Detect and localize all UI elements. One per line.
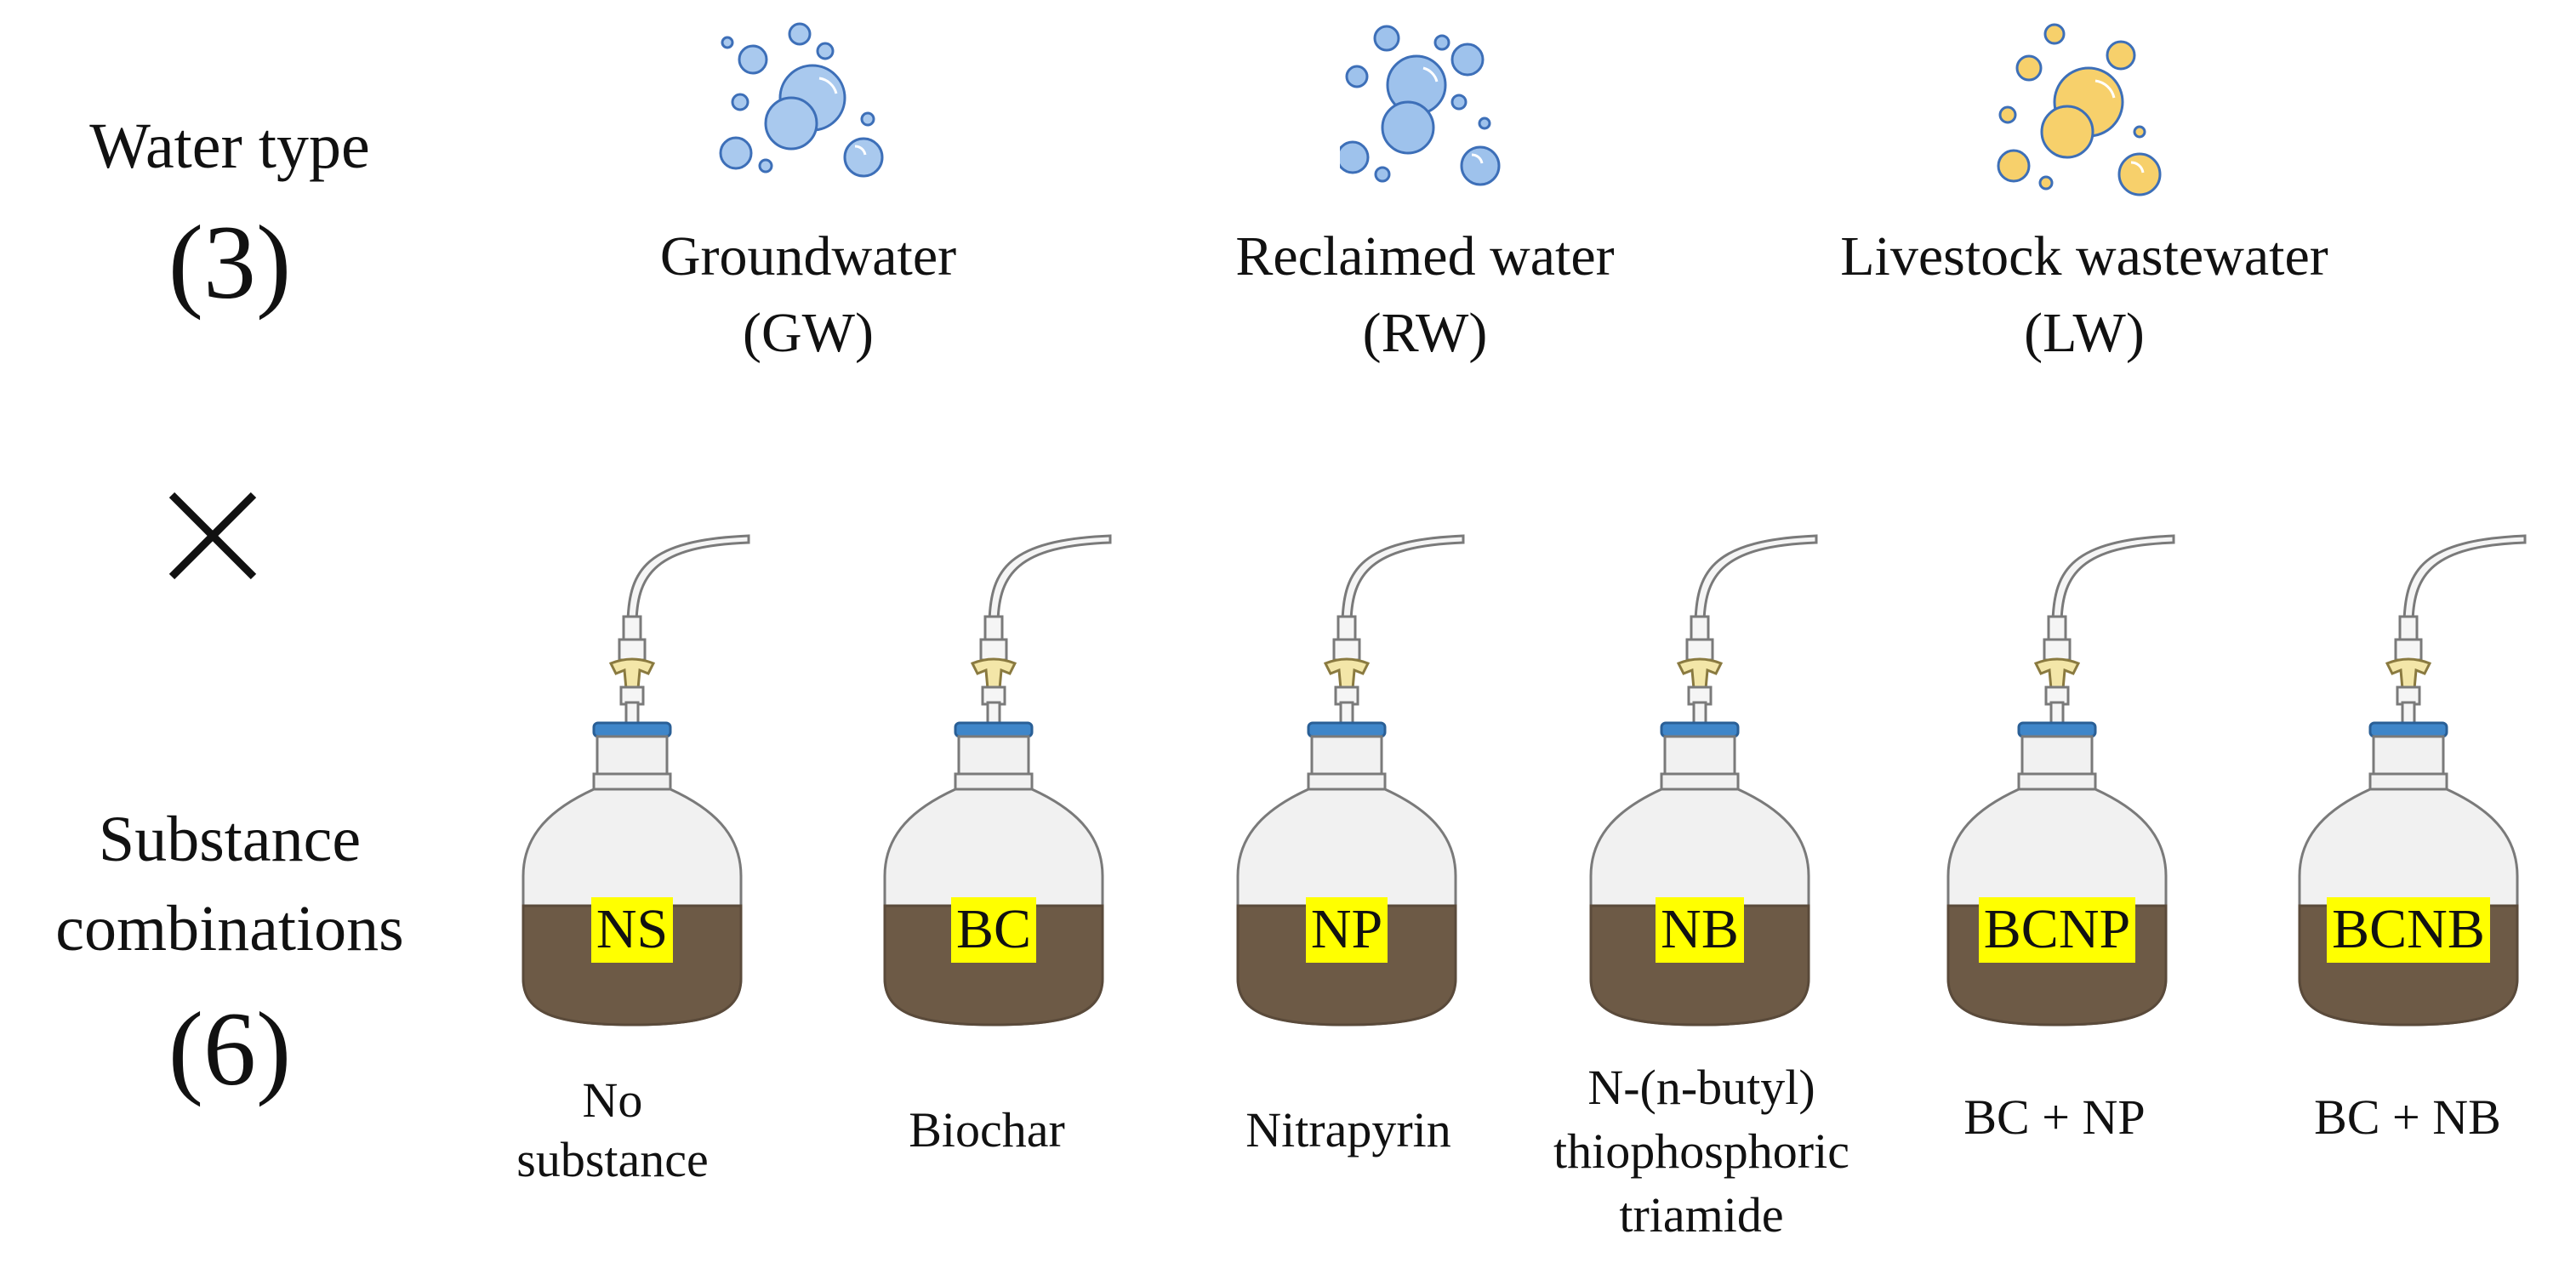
substance-name-line1: Nitrapyrin — [1245, 1102, 1451, 1157]
substance-count: (6) — [168, 991, 292, 1107]
substance-code: BCNP — [1978, 897, 2136, 963]
substance-code: BCNB — [2327, 897, 2490, 963]
substance-code: NP — [1305, 897, 1388, 963]
water-abbr: (RW) — [1362, 302, 1488, 364]
water-abbr: (GW) — [743, 302, 874, 364]
substance-name-line1: BC + NB — [2314, 1089, 2501, 1145]
substance-name-line1: Biochar — [909, 1102, 1065, 1157]
water-name: Groundwater — [659, 225, 957, 287]
substance-name-line1: BC + NP — [1963, 1089, 2146, 1145]
substance-code: NS — [590, 897, 674, 963]
substance-label-line2: combinations — [55, 893, 404, 964]
bubbles-icon — [719, 22, 884, 178]
water-abbr: (LW) — [2024, 302, 2145, 364]
substance-name-line2: substance — [516, 1132, 709, 1187]
substance-name-line2: thiophosphoric — [1553, 1123, 1849, 1179]
water-type-label: Water type — [89, 111, 370, 182]
water-name: Reclaimed water — [1235, 225, 1615, 287]
substance-name-line1: No — [582, 1072, 643, 1128]
substance-label-line1: Substance — [98, 804, 362, 875]
substance-name-line3: triamide — [1619, 1187, 1784, 1243]
multiply-icon — [168, 492, 257, 580]
substance-name-line1: N-(n-butyl) — [1587, 1060, 1815, 1115]
substance-code: NB — [1656, 897, 1744, 963]
water-name: Livestock wastewater — [1840, 225, 2328, 287]
water-type-count: (3) — [168, 204, 292, 321]
bubbles-icon — [1340, 25, 1501, 186]
bubbles-icon — [1997, 23, 2162, 196]
substance-code: BC — [950, 897, 1037, 963]
